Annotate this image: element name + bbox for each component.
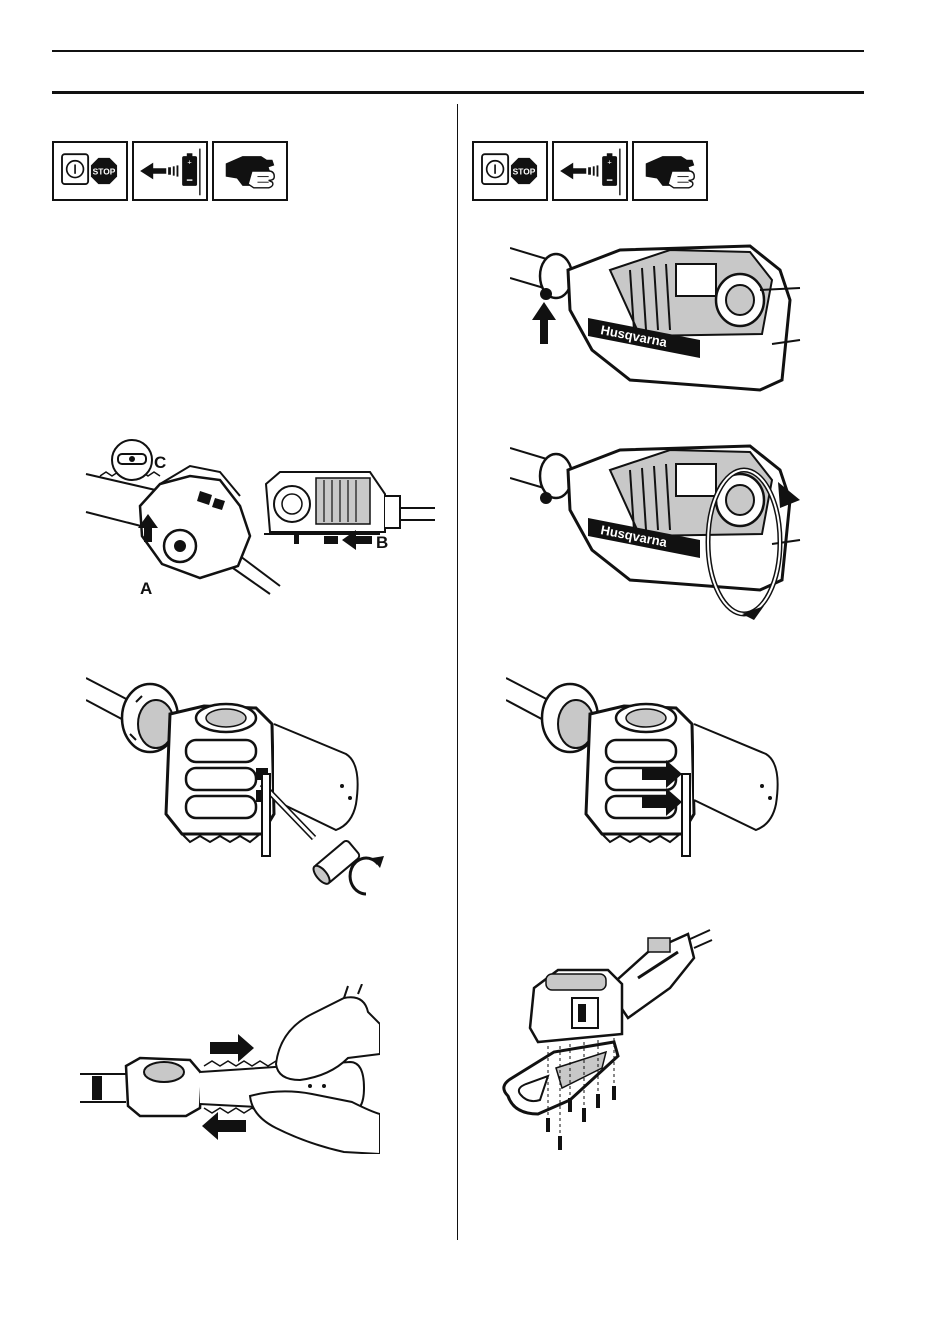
figure-nut-removal xyxy=(86,674,386,902)
stop-label: STOP xyxy=(93,167,116,177)
figure-housing-screw: Husqvarna xyxy=(510,240,810,420)
figure-nut-insert xyxy=(506,674,806,864)
figure-chain-release: C A B xyxy=(80,436,440,601)
column-divider xyxy=(457,104,458,1240)
svg-text:+: + xyxy=(187,157,191,166)
wear-gloves-icon xyxy=(632,141,708,201)
label-c: C xyxy=(154,453,166,472)
safety-icons-right: STOP + xyxy=(472,141,708,201)
figure-housing-rotate: Husqvarna xyxy=(510,440,810,620)
svg-text:+: + xyxy=(607,157,611,166)
label-b: B xyxy=(376,533,388,552)
remove-battery-icon: + xyxy=(132,141,208,201)
wear-gloves-icon xyxy=(212,141,288,201)
remove-battery-icon: + xyxy=(552,141,628,201)
header-rule-bottom xyxy=(52,91,864,94)
label-a: A xyxy=(140,579,152,598)
header-rule-top xyxy=(52,50,864,52)
safety-icons-left: STOP + xyxy=(52,141,288,201)
stop-switch-icon: STOP xyxy=(52,141,128,201)
figure-chain-adjust-hands xyxy=(80,984,380,1154)
stop-label: STOP xyxy=(513,167,536,177)
stop-switch-icon: STOP xyxy=(472,141,548,201)
figure-handle-screws xyxy=(498,918,728,1178)
